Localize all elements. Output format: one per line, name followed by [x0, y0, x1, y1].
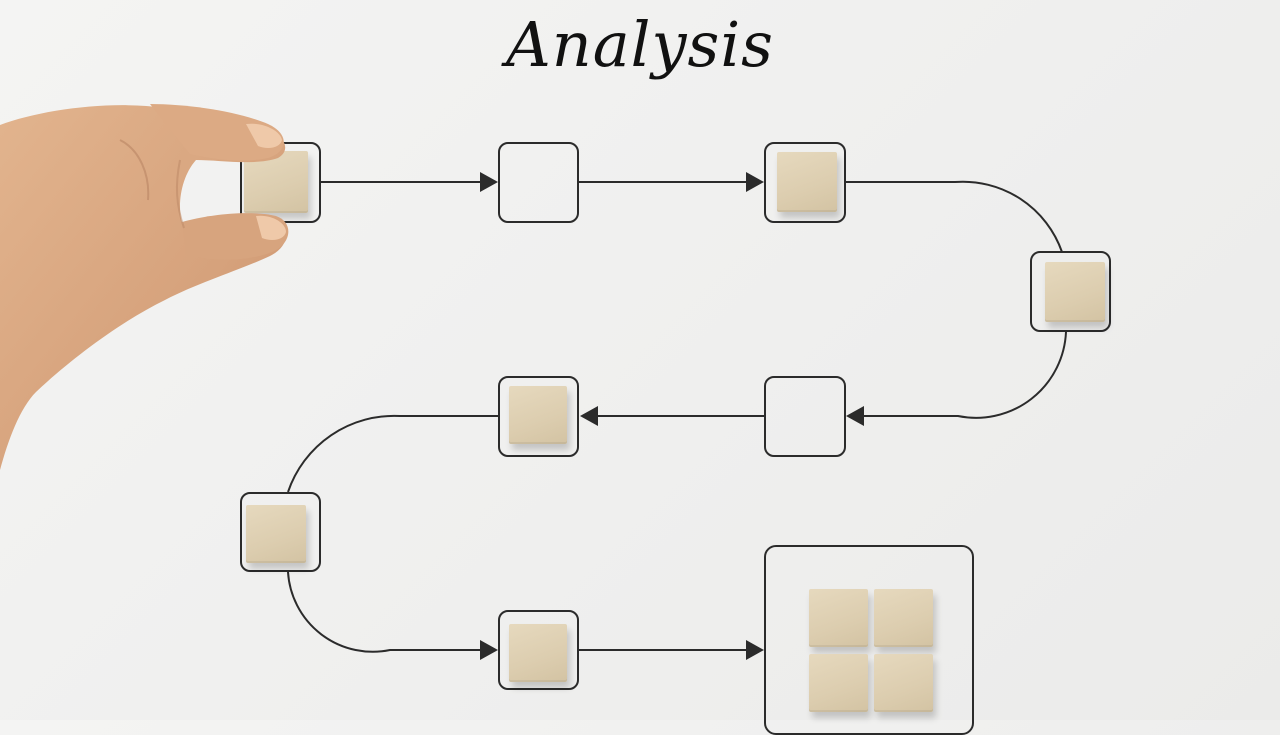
flow-node-step-5 [764, 376, 846, 457]
flow-node-step-8 [498, 610, 579, 690]
wooden-block [809, 654, 868, 712]
hand-icon [0, 104, 289, 470]
connector-3-4 [846, 180, 1063, 253]
page-title: Analysis [506, 8, 774, 81]
arrowhead-right-icon [746, 640, 764, 660]
wooden-block [809, 589, 868, 647]
arrowhead-right-icon [746, 172, 764, 192]
connector-7-8 [287, 571, 482, 653]
flow-node-step-4 [1030, 251, 1111, 332]
flow-node-step-6 [498, 376, 579, 457]
connector-6-7 [287, 414, 498, 493]
connector-4-5 [862, 331, 1067, 419]
wooden-block [874, 654, 933, 712]
wooden-block [777, 152, 837, 212]
arrowhead-left-icon [846, 406, 864, 426]
flow-node-step-3 [764, 142, 846, 223]
wooden-block [1045, 262, 1105, 322]
flow-connectors [287, 172, 1067, 660]
flow-node-result [764, 545, 974, 735]
wooden-block [246, 505, 306, 563]
arrowhead-right-icon [480, 640, 498, 660]
wooden-block [874, 589, 933, 647]
wooden-block [509, 624, 567, 682]
arrowhead-right-icon [480, 172, 498, 192]
flow-node-step-2 [498, 142, 579, 223]
flow-node-step-1 [240, 142, 321, 223]
flow-node-step-7 [240, 492, 321, 572]
flowchart-scene: Analysis [0, 8, 1111, 735]
wooden-block [509, 386, 567, 444]
arrowhead-left-icon [580, 406, 598, 426]
